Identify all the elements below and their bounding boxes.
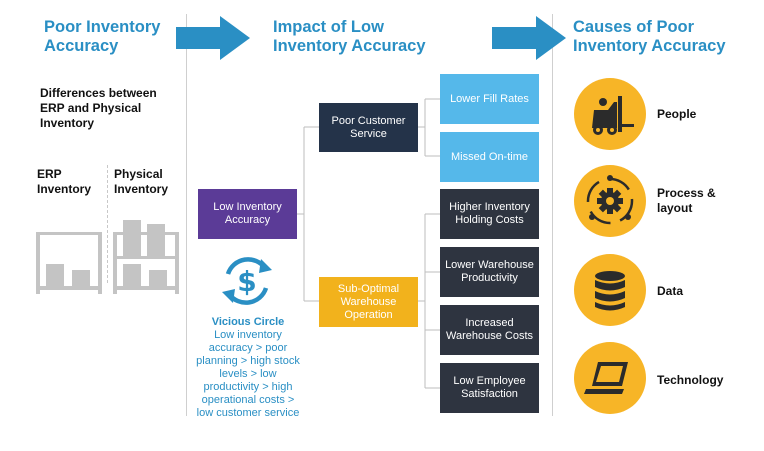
process-circle	[574, 165, 646, 237]
physical-shelf-icon	[113, 220, 179, 294]
heading-impact: Impact of Low Inventory Accuracy	[273, 18, 426, 55]
laptop-icon	[584, 362, 628, 394]
low-inventory-accuracy-box: Low Inventory Accuracy	[198, 189, 297, 239]
gear-process-icon	[586, 175, 634, 225]
lower-productivity-box: Lower Warehouse Productivity	[440, 247, 539, 297]
database-icon	[595, 271, 625, 311]
cause-data-label: Data	[657, 284, 684, 298]
data-circle	[574, 254, 646, 326]
column-divider-2	[552, 14, 553, 416]
cause-people-label: People	[657, 107, 697, 121]
differences-title: Differences between ERP and Physical Inv…	[40, 86, 157, 130]
arrow-right-icon	[492, 16, 566, 60]
cause-technology-label: Technology	[657, 373, 724, 387]
column-divider-1	[186, 14, 187, 416]
people-circle	[574, 78, 646, 150]
heading-poor-inventory-accuracy: Poor Inventory Accuracy	[44, 18, 161, 55]
cause-process-label: Process & layout	[657, 186, 716, 215]
vicious-circle-title: Vicious Circle	[211, 316, 285, 328]
arrow-right-icon	[176, 16, 250, 60]
sub-optimal-warehouse-box: Sub-Optimal Warehouse Operation	[319, 277, 418, 327]
technology-circle	[574, 342, 646, 414]
forklift-icon	[592, 96, 634, 135]
vicious-circle-text: Low inventory accuracy > poor planning >…	[196, 329, 300, 419]
lower-fill-rates-box: Lower Fill Rates	[440, 74, 539, 124]
increased-costs-box: Increased Warehouse Costs	[440, 305, 539, 355]
higher-holding-costs-box: Higher Inventory Holding Costs	[440, 189, 539, 239]
dashed-divider	[107, 165, 108, 283]
heading-causes: Causes of Poor Inventory Accuracy	[573, 18, 726, 55]
erp-shelf-icon	[36, 232, 102, 294]
low-employee-satisfaction-box: Low Employee Satisfaction	[440, 363, 539, 413]
erp-inventory-label: ERP Inventory	[37, 167, 92, 196]
svg-text:$: $	[237, 265, 256, 298]
missed-on-time-box: Missed On-time	[440, 132, 539, 182]
poor-customer-service-box: Poor Customer Service	[319, 103, 418, 152]
dollar-cycle-icon: $	[222, 257, 272, 305]
physical-inventory-label: Physical Inventory	[114, 167, 169, 196]
